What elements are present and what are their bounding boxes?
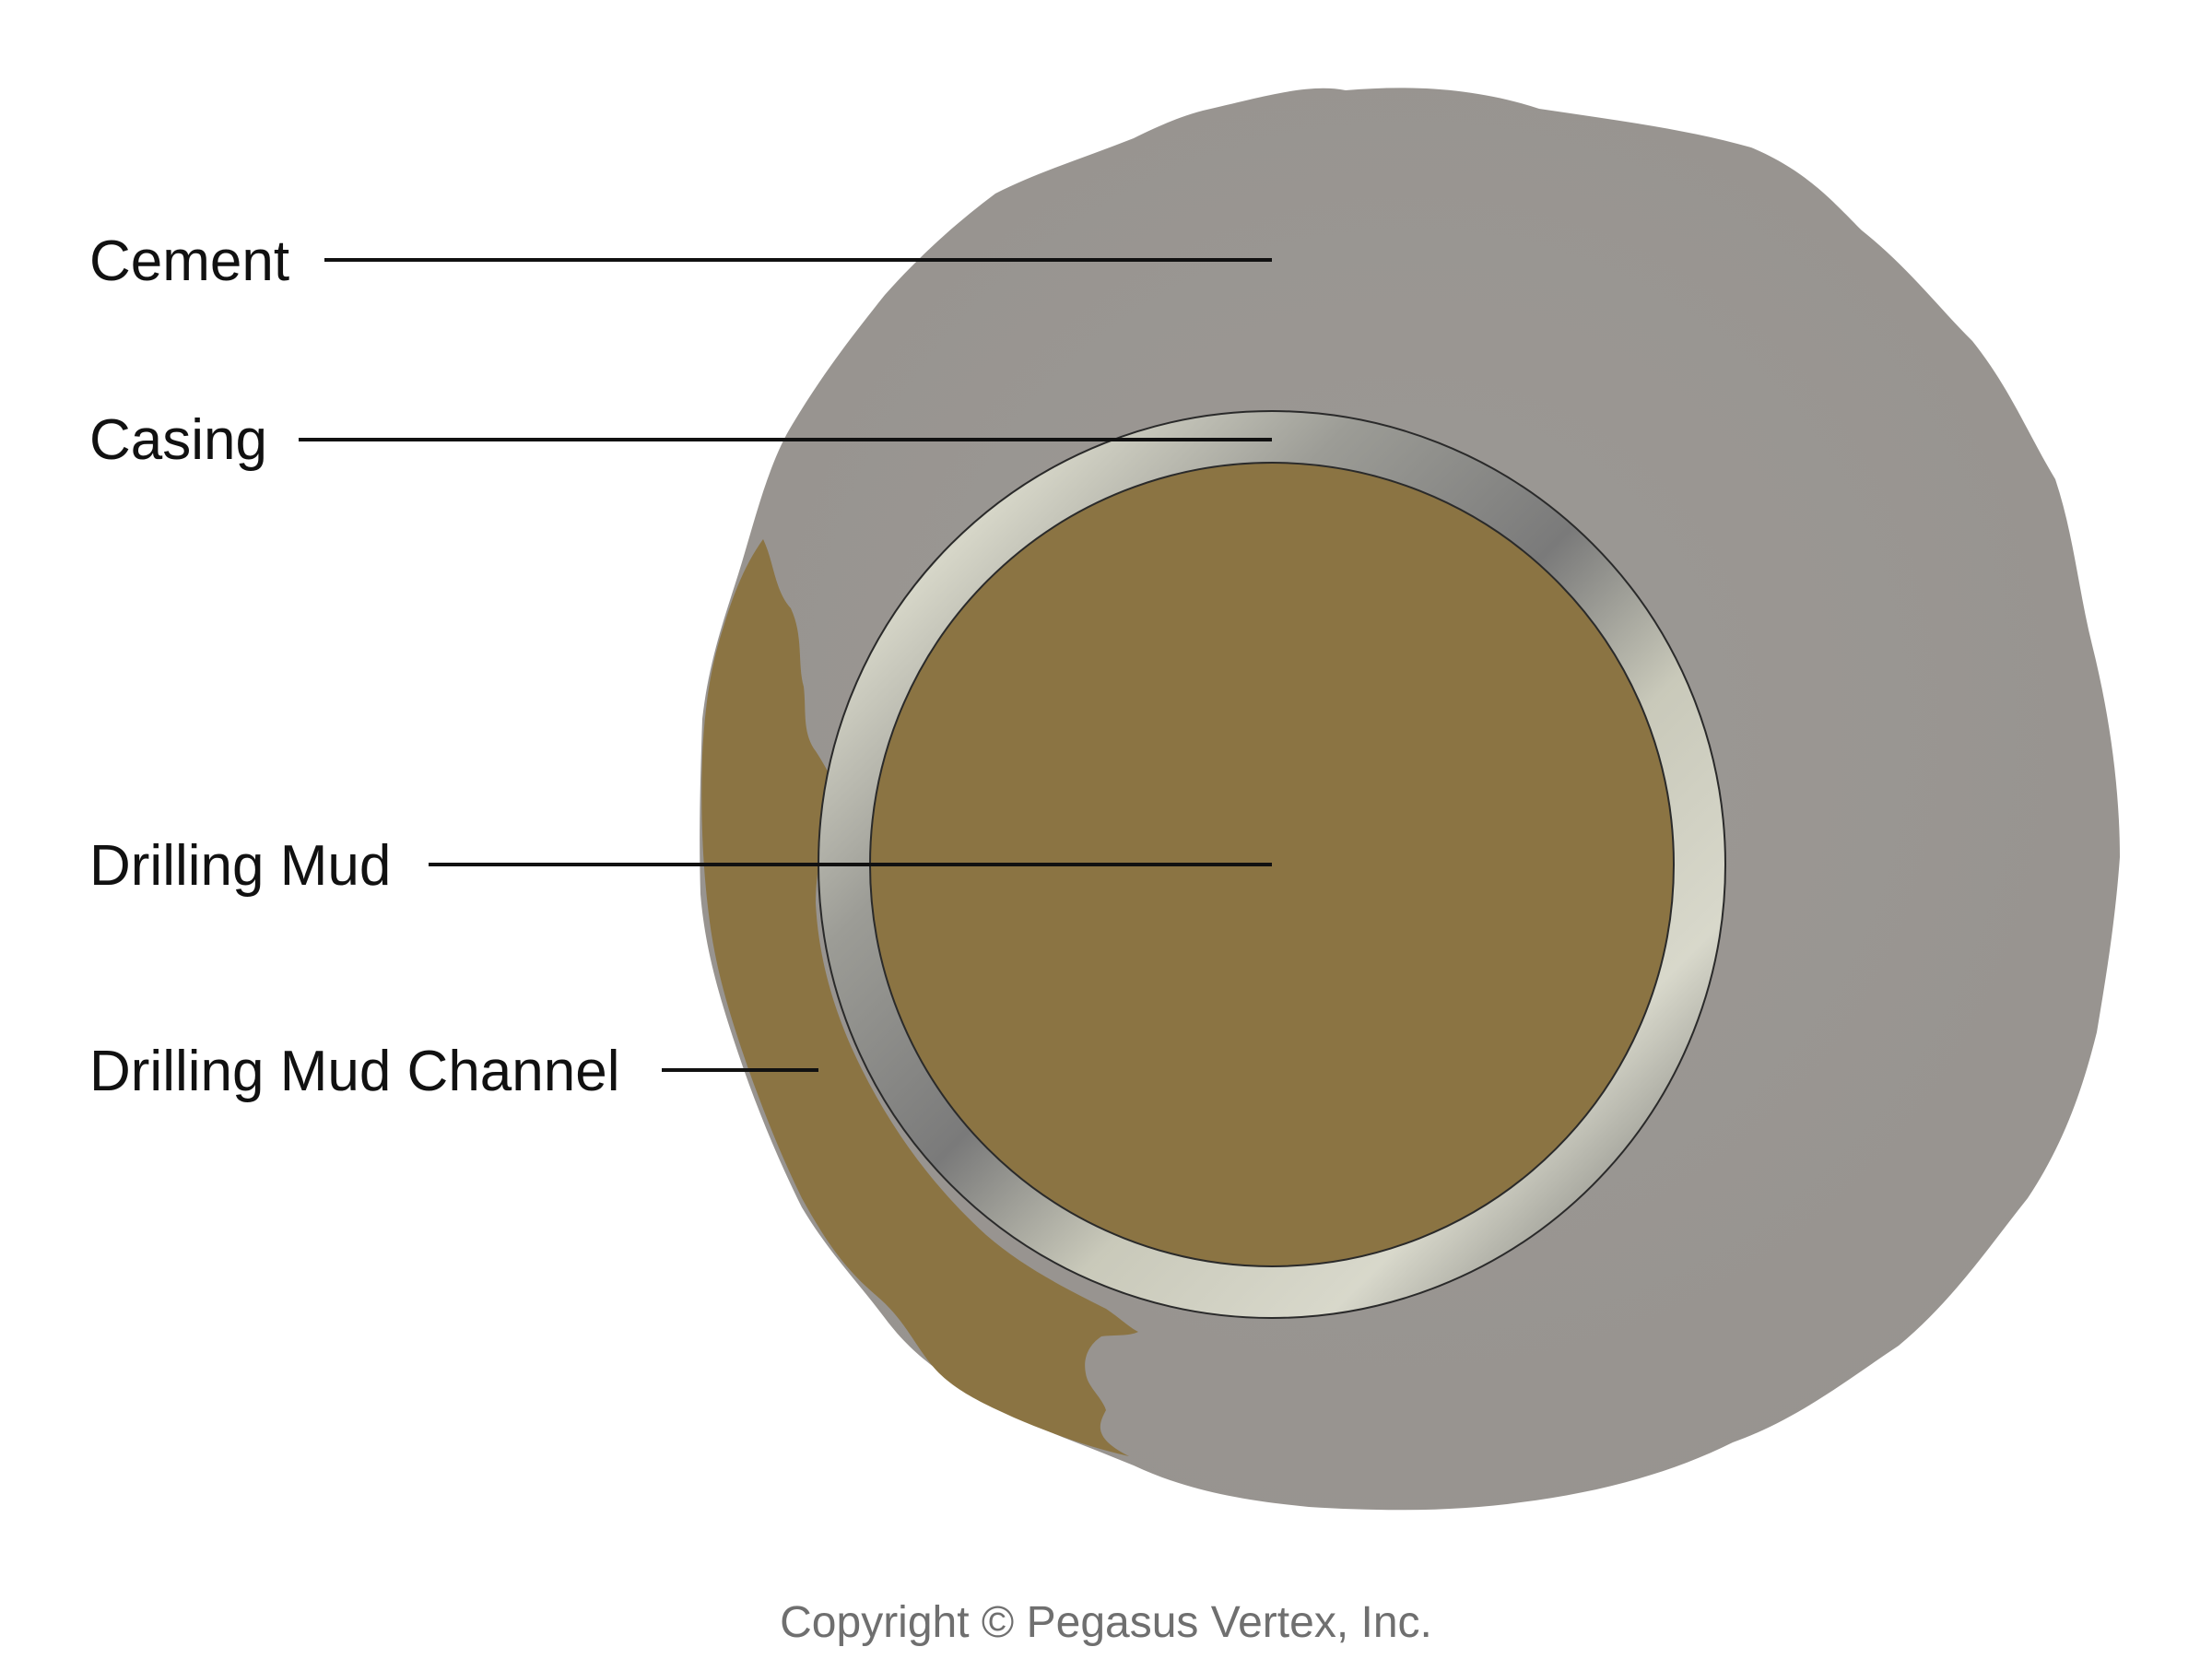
drilling-mud-channel-label: Drilling Mud Channel bbox=[89, 1040, 620, 1103]
copyright-text: Copyright © Pegasus Vertex, Inc. bbox=[780, 1598, 1432, 1647]
cement-label: Cement bbox=[89, 229, 289, 293]
casing-label: Casing bbox=[89, 408, 267, 472]
drilling-mud-channel-region bbox=[701, 539, 1138, 1456]
drilling-mud-label: Drilling Mud bbox=[89, 834, 391, 898]
